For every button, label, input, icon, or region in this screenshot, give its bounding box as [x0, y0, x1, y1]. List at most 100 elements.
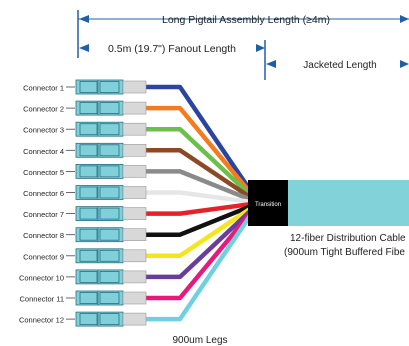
connector-housing: [75, 142, 124, 158]
arrowhead-left-icon: [266, 60, 276, 68]
connector-latch: [99, 144, 120, 157]
connector-boot: [122, 249, 147, 263]
connector-housing: [75, 79, 124, 95]
connector-label: Connector 9: [23, 252, 64, 261]
connector: [75, 79, 147, 95]
connector-latch: [99, 102, 120, 114]
fiber-leg: [146, 214, 252, 322]
connector-label: Connector 1: [23, 84, 64, 93]
connector-latch: [99, 165, 120, 178]
cable-label-line1: 12-fiber Distribution Cable: [290, 233, 406, 244]
connector-boot: [122, 228, 147, 241]
connector-latch: [79, 207, 98, 220]
connector-housing: [75, 100, 124, 116]
fiber-leg: [146, 209, 252, 280]
connector-housing: [75, 121, 124, 137]
connector-latch: [79, 144, 98, 157]
fiber-leg: [146, 204, 251, 237]
connector-latch: [79, 313, 98, 326]
connector-latch: [99, 249, 120, 262]
connector-latch: [99, 270, 120, 283]
connector-housing: [75, 248, 124, 264]
connector-label: Connector 6: [23, 189, 64, 198]
connector-label: Connector 7: [23, 210, 64, 219]
connector-label: Connector 10: [19, 273, 64, 282]
fiber-leg: [146, 201, 251, 216]
connector-housing: [75, 206, 124, 222]
connector-boot: [122, 186, 147, 199]
connector-latch: [99, 207, 120, 220]
connector-latch: [99, 123, 120, 136]
connector-boot: [122, 291, 147, 305]
connector-label: Connector 2: [23, 105, 64, 114]
fiber-leg: [146, 190, 251, 205]
fiber-leg: [146, 84, 252, 192]
connector: [75, 227, 147, 243]
arrowhead-right-icon: [256, 44, 265, 52]
connector-label: Connector 11: [20, 295, 64, 304]
fanout-length-label: 0.5m (19.7") Fanout Length: [108, 43, 236, 55]
connector-boot: [122, 80, 147, 94]
connector: [75, 142, 147, 158]
dimension-fanout: 0.5m (19.7") Fanout Length: [79, 43, 265, 55]
connector-boot: [122, 144, 147, 157]
connector-boot: [122, 165, 147, 178]
connector: [75, 185, 147, 200]
connector: [75, 163, 147, 179]
connector-latch: [79, 186, 98, 199]
connector-boot: [122, 101, 147, 115]
connector: [75, 290, 147, 306]
connector-housing: [75, 290, 124, 306]
connector-latch: [99, 228, 120, 241]
connector: [75, 311, 147, 327]
connector-housing: [75, 311, 124, 327]
transition-block: [248, 180, 288, 226]
connector-boot: [122, 207, 147, 220]
arrowhead-left-icon: [79, 44, 89, 52]
connector-latch: [79, 228, 98, 241]
transition-label: Transition: [255, 202, 281, 208]
connector-latch: [79, 165, 98, 178]
connector-label: Connector 8: [23, 231, 64, 240]
connector-latch: [99, 313, 120, 326]
connector-latch: [79, 270, 98, 283]
connector: [75, 269, 147, 285]
connector-label: Connector 4: [23, 147, 64, 156]
connector-boot: [122, 122, 147, 136]
connector-housing: [75, 269, 124, 285]
fiber-leg: [146, 105, 252, 194]
connector-housing: [75, 163, 124, 179]
connector-boot: [122, 312, 147, 326]
dimension-long-pigtail: Long Pigtail Assembly Length (≥4m): [77, 10, 409, 58]
connector-latch: [79, 102, 98, 114]
connector-latch: [79, 292, 98, 304]
connector-latch: [79, 81, 98, 93]
dimension-jacketed: Jacketed Length: [264, 40, 409, 80]
connector: [75, 248, 147, 264]
jacketed-length-label: Jacketed Length: [303, 60, 376, 71]
connector-boot: [122, 270, 147, 284]
connector: [75, 121, 147, 137]
connector-housing: [75, 227, 124, 243]
connector-label: Connector 3: [23, 126, 64, 135]
arrowhead-right-icon: [400, 60, 409, 68]
connector-latch: [99, 292, 120, 304]
arrowhead-right-icon: [400, 15, 409, 23]
long-pigtail-label: Long Pigtail Assembly Length (≥4m): [162, 14, 330, 26]
fiber-leg: [146, 169, 251, 202]
fiber-leg: [146, 212, 252, 301]
distribution-cable: [286, 180, 409, 226]
arrowhead-left-icon: [79, 15, 89, 23]
connector: [75, 206, 147, 222]
fiber-leg: [146, 207, 252, 259]
connector-label: Connector 5: [23, 168, 64, 177]
connector-latch: [99, 186, 120, 199]
legs-label: 900um Legs: [172, 335, 227, 346]
connector-latch: [79, 249, 98, 262]
connector-latch: [79, 123, 98, 136]
cable-label-line2: (900um Tight Buffered Fibe: [284, 247, 405, 258]
connector-housing: [75, 185, 124, 200]
connector-label: Connector 12: [19, 316, 64, 325]
connector-latch: [99, 81, 120, 93]
